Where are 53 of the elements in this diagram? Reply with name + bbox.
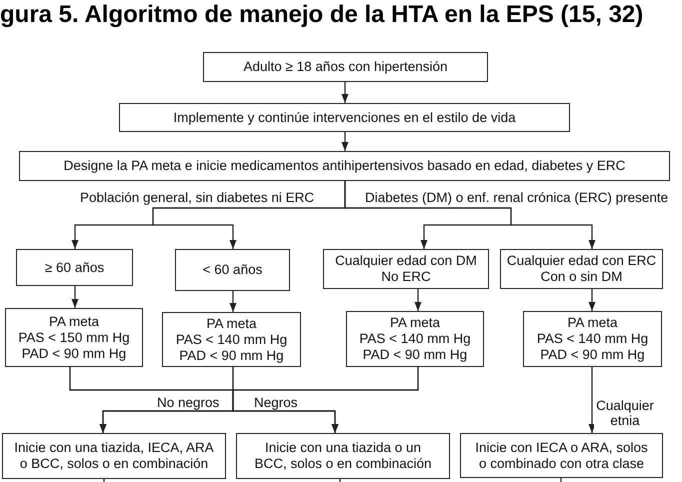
arrow — [230, 291, 236, 312]
diagram-title: gura 5. Algoritmo de manejo de la HTA en la EPS (15, 32) — [0, 1, 644, 29]
box-text: ≥ 60 años — [44, 260, 104, 276]
box-text: PAS < 140 mm Hg — [536, 331, 648, 347]
box-text: Designe la PA meta e inicie medicamentos antihipertensivos basado en edad, diabetes y ERC — [64, 158, 626, 174]
process-box — [175, 249, 290, 291]
edge-label: Negros — [254, 395, 298, 410]
process-box — [460, 433, 663, 478]
box-text: PA meta — [390, 315, 440, 331]
box-text: PAD < 90 mm Hg — [179, 348, 284, 364]
box-text: PAS < 140 mm Hg — [176, 332, 288, 348]
process-box — [500, 249, 663, 289]
arrow — [588, 367, 596, 433]
box-text: PAD < 90 mm Hg — [540, 347, 645, 363]
arrow — [232, 367, 419, 433]
box-text: PA meta — [48, 314, 100, 330]
box-text: Con o sin DM — [540, 269, 622, 285]
process-box — [119, 103, 570, 132]
process-box — [162, 312, 301, 367]
arrow — [342, 82, 348, 103]
process-box — [346, 311, 484, 367]
arrow — [588, 289, 596, 311]
edge-label: Cualquier etnia — [594, 398, 656, 428]
box-text: PAD < 90 mm Hg — [22, 346, 126, 362]
box-text: PA meta — [567, 315, 618, 331]
box-text: Inicie con una tiazida o un BCC, solos o en combinación — [253, 440, 433, 472]
process-box — [5, 308, 143, 367]
process-box — [2, 433, 226, 479]
box-text: Inicie con una tiazida, IECA, ARA o BCC, solos o en combinación — [13, 440, 215, 472]
edge-label: No negros — [157, 395, 220, 410]
box-text: Implemente y continúe intervenciones en el estilo de vida — [173, 110, 516, 126]
arrow — [342, 132, 348, 151]
box-text: Inicie con IECA o ARA, solos o combinado con otra clase — [474, 440, 649, 472]
process-box — [203, 52, 488, 82]
box-text: PA meta — [206, 316, 257, 332]
edge-label: Población general, sin diabetes ni ERC — [80, 190, 314, 205]
box-text: PAS < 150 mm Hg — [18, 330, 130, 346]
box-text: Cualquier edad con DM — [335, 253, 477, 269]
process-box — [236, 433, 450, 479]
arrow — [72, 286, 78, 308]
arrow — [344, 181, 596, 249]
arrow — [414, 289, 422, 311]
process-box — [16, 249, 133, 286]
box-text: < 60 años — [202, 262, 262, 278]
process-box — [19, 151, 670, 181]
process-box — [523, 311, 662, 367]
box-text: No ERC — [381, 269, 431, 285]
box-text: Adulto ≥ 18 años con hipertensión — [243, 59, 448, 75]
edge-label: Diabetes (DM) o enf. renal crónica (ERC) presente — [365, 190, 668, 205]
box-text: PAD < 90 mm Hg — [362, 347, 468, 363]
process-box — [323, 249, 489, 289]
box-text: PAS < 140 mm Hg — [359, 331, 471, 347]
box-text: Cualquier edad con ERC — [506, 253, 656, 269]
